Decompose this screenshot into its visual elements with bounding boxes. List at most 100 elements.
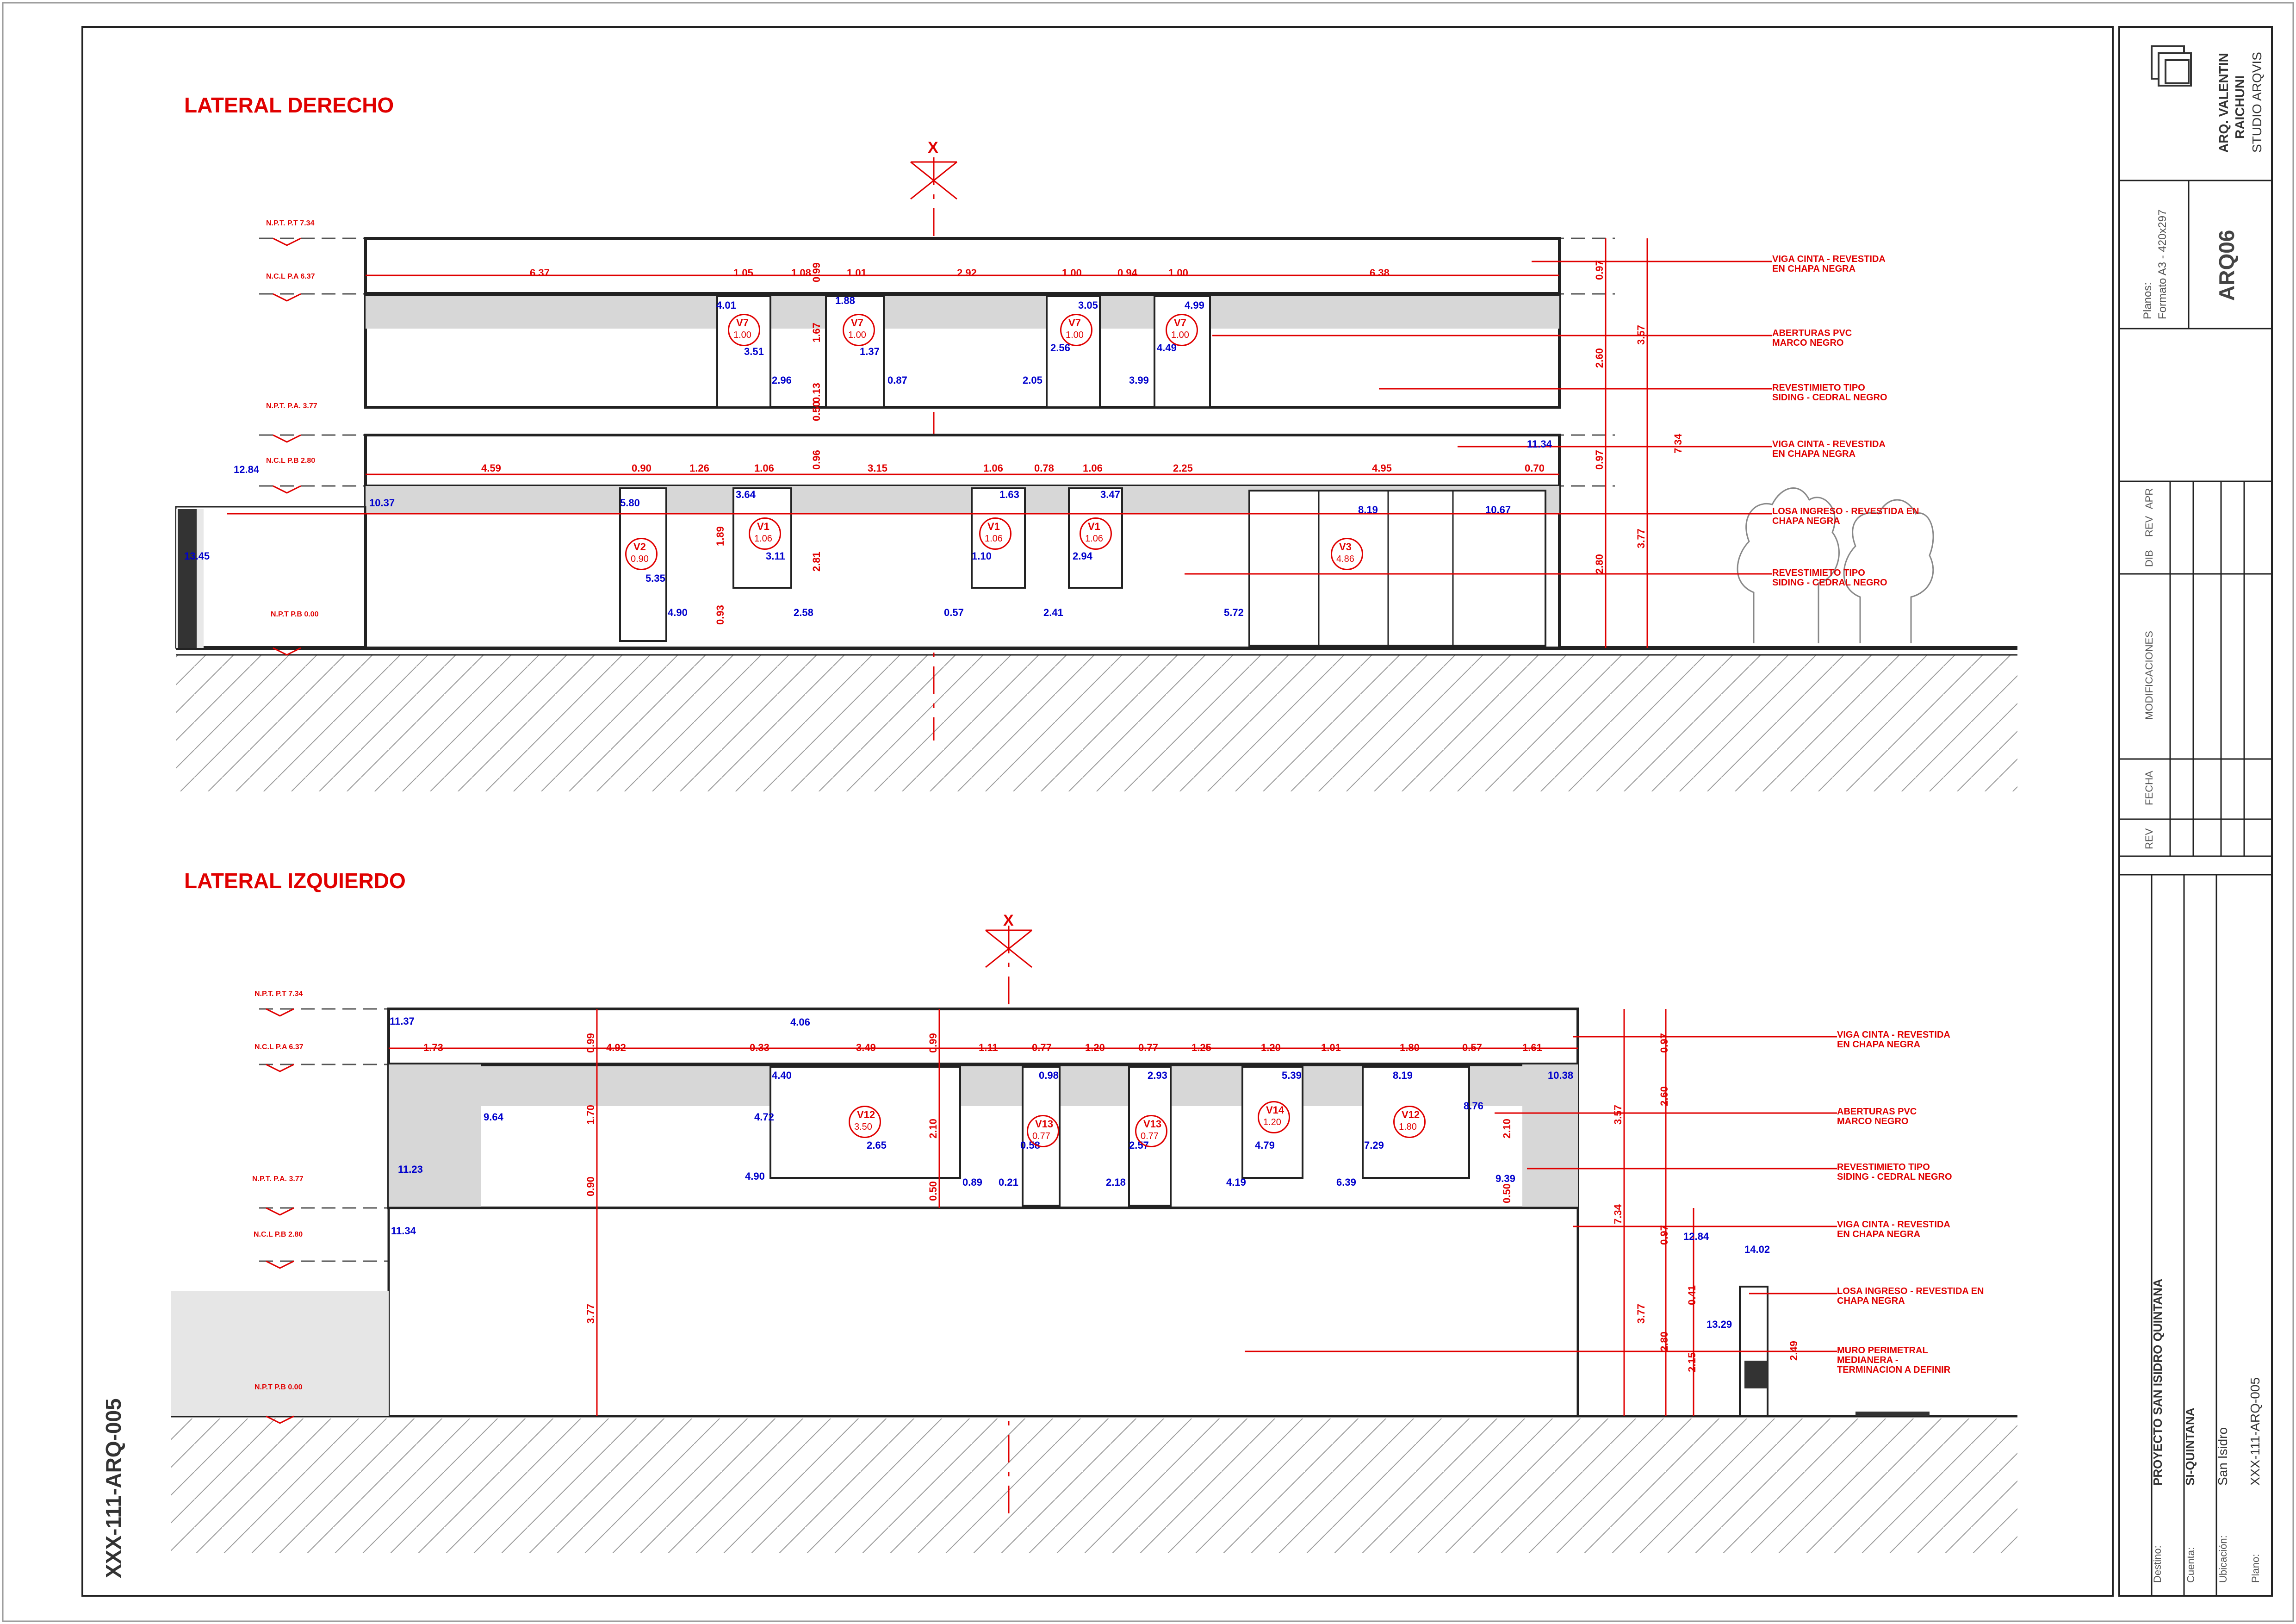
annotation-note: ABERTURAS PVC MARCO NEGRO [1772,328,1852,348]
elevation-dim-label: 2.96 [772,374,792,386]
window-tag-id: V13 [1143,1118,1162,1130]
elevation-dim-label: 2.41 [1043,607,1063,618]
annotation-note: MURO PERIMETRAL MEDIANERA - TERMINACION … [1837,1345,1951,1375]
ubicacion-value: San Isidro [2215,1427,2230,1486]
dimension-label: 0.50 [811,401,822,421]
dimension-label: 0.50 [927,1181,939,1201]
plano-value: XXX-111-ARQ-005 [2248,1377,2262,1486]
ground-hatch-top [176,655,2017,791]
level-label: N.P.T. P.A. 3.77 [266,402,317,410]
window-tag-id: V7 [736,317,749,329]
window-tag-id: V7 [1068,317,1081,329]
dimension-label: 1.01 [1321,1042,1341,1053]
dimension-label: 2.80 [1594,554,1605,574]
level-label: N.C.L P.B 2.80 [254,1231,303,1238]
elevation-dim-label: 4.40 [772,1070,792,1081]
elevation-dim-label: 2.18 [1106,1176,1126,1188]
rev-header-rev: REV [2143,828,2155,849]
rev-header-dib: DIB [2143,550,2155,567]
sheet-number: ARQ06 [2215,230,2239,301]
window-tag [1166,314,1198,346]
rev-header-rev2: REV [2143,516,2155,537]
window-tag [749,517,781,550]
dimension-label: 1.20 [1261,1042,1281,1053]
level-label: N.P.T. P.A. 3.77 [252,1175,304,1183]
elevation-dim-label: 0.57 [944,607,964,618]
level-label: N.P.T P.B 0.00 [271,610,319,618]
rev-header-apr: APR [2143,488,2155,509]
window-tag [625,538,658,570]
level-label: N.C.L P.A 6.37 [254,1043,304,1051]
plano-label: Plano: [2250,1554,2261,1583]
elevation-dim-label: 4.19 [1226,1176,1246,1188]
dimension-label: 4.92 [606,1042,626,1053]
elevation-dim-label: 10.38 [1548,1070,1574,1081]
window-tag [1258,1101,1290,1133]
dimension-label: 3.15 [868,462,887,474]
elevation-dim-label: 11.37 [390,1015,415,1027]
destino-value: PROYECTO SAN ISIDRO QUINTANA [2151,1279,2165,1486]
dimension-label: 2.60 [1594,348,1605,368]
window-tag-size: 1.06 [1085,534,1103,544]
window-tag-size: 1.20 [1263,1117,1281,1127]
dimension-label: 0.99 [927,1033,939,1053]
elevation-dim-label: 14.02 [1744,1244,1770,1255]
dimension-label: 6.37 [530,267,550,279]
window-tag [1393,1106,1426,1138]
elevation-dim-label: 1.10 [972,550,992,562]
dimension-label: 0.90 [632,462,652,474]
dimension-label: 0.70 [1525,462,1545,474]
rev-header-fecha: FECHA [2143,771,2155,805]
elevation-dim-label: 5.39 [1282,1070,1302,1081]
window-tag-size: 0.77 [1141,1131,1159,1141]
dimension-label: 1.25 [1191,1042,1211,1053]
elevation-dim-label: 10.37 [369,497,395,509]
dimension-label: 2.15 [1686,1352,1698,1372]
elevation-dim-label: 0.89 [962,1176,982,1188]
window-tag-size: 1.06 [985,534,1003,544]
window-tag [728,314,760,346]
elevation-dim-label: 8.19 [1358,504,1378,516]
dimension-label: 0.57 [1462,1042,1482,1053]
axis-label-bottom: X [1003,912,1014,929]
dimension-label: 0.97 [1594,450,1605,470]
annotation-note: ABERTURAS PVC MARCO NEGRO [1837,1107,1917,1126]
window-tag [849,1106,881,1138]
window-tag-id: V2 [633,541,646,553]
window-tag-id: V7 [851,317,863,329]
annotation-note: VIGA CINTA - REVESTIDA EN CHAPA NEGRA [1772,254,1886,274]
elevation-lateral-derecho [175,157,2017,791]
elevation-dim-label: 1.63 [999,489,1019,500]
annotation-note: REVESTIMIETO TIPO SIDING - CEDRAL NEGRO [1772,568,1887,588]
window-tag-size: 1.00 [1066,330,1084,340]
elevation-dim-label: 7.29 [1364,1139,1384,1151]
elevation-dim-label: 8.76 [1464,1100,1483,1112]
dimension-label: 1.67 [811,323,822,342]
elevation-dim-label: 0.21 [999,1176,1018,1188]
format-label: Formato A3 - 420x297 [2156,209,2169,319]
elevation-dim-label: 4.72 [754,1111,774,1123]
dimension-label: 1.73 [423,1042,443,1053]
architect-name-line2: RAICHUNI [2233,75,2247,139]
cuenta-value: SI-QUINTANA [2183,1407,2197,1486]
elevation-dim-label: 13.29 [1706,1319,1732,1330]
dimension-label: 1.20 [1085,1042,1105,1053]
elevation-dim-label: 0.87 [887,374,907,386]
dimension-label: 2.10 [927,1119,939,1139]
elevation-title-izquierdo: LATERAL IZQUIERDO [184,869,406,893]
window-tag [979,517,1011,550]
elevation-dim-label: 4.99 [1185,299,1204,311]
dimension-label: 1.11 [979,1042,998,1053]
level-label: N.C.L P.B 2.80 [266,457,316,465]
dimension-label: 0.78 [1034,462,1054,474]
elevation-dim-label: 11.23 [398,1164,423,1175]
window-tag-size: 3.50 [854,1122,872,1132]
level-label: N.P.T P.B 0.00 [254,1383,303,1391]
annotation-note: REVESTIMIETO TIPO SIDING - CEDRAL NEGRO [1837,1162,1952,1182]
cuenta-label: Cuenta: [2185,1547,2197,1583]
axis-label-top: X [928,139,938,156]
window-tag-size: 0.77 [1032,1131,1050,1141]
dimension-label: 1.06 [1083,462,1103,474]
window-tag-id: V1 [987,521,1000,532]
dimension-label: 1.80 [1400,1042,1420,1053]
